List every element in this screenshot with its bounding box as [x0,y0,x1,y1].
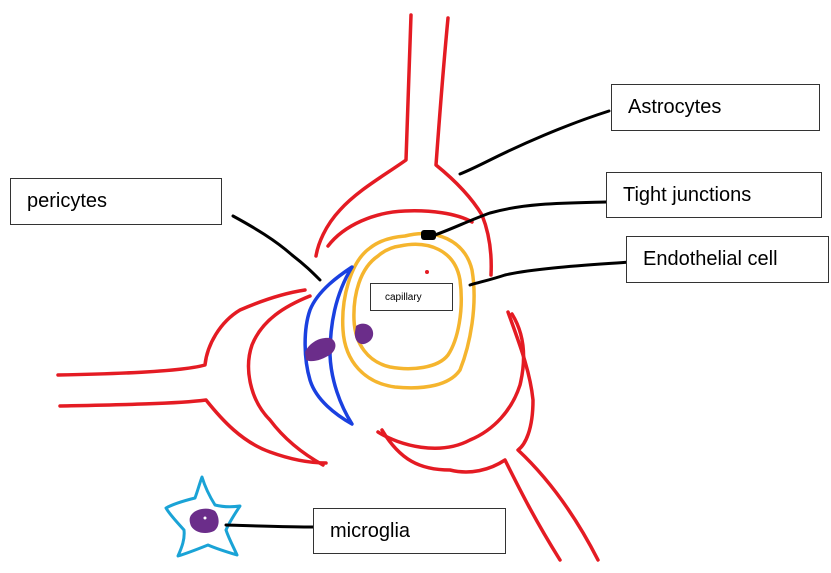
label-capillary: capillary [370,283,453,311]
label-capillary-text: capillary [385,292,422,303]
microglia-nucleus [190,509,219,533]
leader-lines [226,111,630,527]
label-microglia: microglia [313,508,506,554]
leader-pericytes [233,216,320,280]
label-microglia-text: microglia [330,520,410,543]
astrocyte-left-endfoot-outer [58,290,305,375]
microglia-nucleus-dot [204,517,207,520]
nuclei [190,324,374,533]
label-tight-junctions-text: Tight junctions [623,184,751,207]
label-pericytes-text: pericytes [27,190,107,213]
label-astrocytes-text: Astrocytes [628,96,721,119]
label-astrocytes: Astrocytes [611,84,820,131]
leader-endothelial-cell [470,262,630,285]
astrocyte-left-endfoot-lower [60,400,326,463]
label-endothelial-cell: Endothelial cell [626,236,829,283]
astrocyte-right-process [508,312,598,560]
leader-astrocytes [460,111,609,174]
label-tight-junctions: Tight junctions [606,172,822,218]
endothelial-nucleus [355,324,373,345]
leader-microglia [226,525,315,527]
label-pericytes: pericytes [10,178,222,225]
label-endothelial-cell-text: Endothelial cell [643,248,778,271]
astrocyte-bottom-endfoot [378,314,524,448]
capillary-center-dot [425,270,429,274]
leader-tight-junctions [432,202,606,236]
tight-junction-mark [421,230,436,240]
